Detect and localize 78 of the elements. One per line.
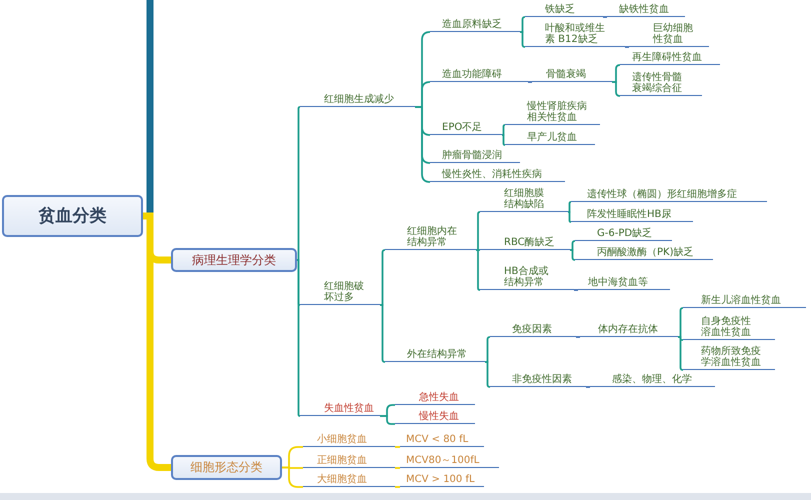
connector-line xyxy=(395,446,400,448)
connector-line xyxy=(476,249,481,291)
connector-line xyxy=(586,386,590,388)
branch-topic: 造血原料缺乏 xyxy=(430,17,520,32)
connector-line xyxy=(282,466,303,488)
topic-box: 细胞形态分类 xyxy=(171,455,282,480)
branch-topic: MCV > 100 fL xyxy=(400,472,484,487)
branch-topic: 叶酸和或维生素 B12缺乏 xyxy=(525,21,625,47)
topic-box: 贫血分类 xyxy=(2,195,143,237)
connector-line xyxy=(612,64,621,83)
connector-line xyxy=(528,81,532,83)
connector-line xyxy=(570,240,576,251)
connector-line xyxy=(678,307,684,338)
branch-topic: 自身免疫性溶血性贫血 xyxy=(683,314,775,340)
branch-topic: 正细胞贫血 xyxy=(303,453,395,468)
connector-line xyxy=(380,304,386,363)
branch-topic: 失血性贫血 xyxy=(300,401,380,416)
connector-line xyxy=(568,211,572,223)
branch-topic: EPO不足 xyxy=(430,120,502,135)
connector-line xyxy=(603,16,607,18)
connector-line xyxy=(380,415,395,425)
branch-topic: 药物所致免疫学溶血性贫血 xyxy=(683,344,775,370)
branch-topic: 红细胞破坏过多 xyxy=(300,279,380,305)
branch-topic: 地中海贫血等 xyxy=(578,275,670,290)
branch-topic: 丙酮酸激酶（PK)缺乏 xyxy=(575,245,713,260)
connector-line xyxy=(568,201,572,213)
connector-line xyxy=(520,16,526,33)
branch-topic: 遗传性球（椭圆）形红细胞增多症 xyxy=(571,187,767,202)
branch-topic: RBC酶缺乏 xyxy=(480,235,570,250)
branch-topic: 感染、物理、化学 xyxy=(590,372,715,387)
branch-topic: MCV < 80 fL xyxy=(400,432,484,447)
branch-topic: 再生障碍性贫血 xyxy=(620,50,720,65)
connector-line xyxy=(380,249,386,306)
branch-topic: 新生儿溶血性贫血 xyxy=(683,293,806,308)
branch-topic: 骨髓衰竭 xyxy=(532,67,612,82)
connector-line xyxy=(576,336,580,338)
branch-topic: 缺铁性贫血 xyxy=(607,2,685,17)
connector-line xyxy=(612,81,621,97)
branch-topic: 红细胞内在结构异常 xyxy=(385,224,476,250)
connector-line xyxy=(574,289,578,291)
connector-line xyxy=(502,124,506,136)
branch-topic: 肿瘤骨髓浸润 xyxy=(430,148,520,163)
connector-line xyxy=(476,211,481,251)
connector-line xyxy=(502,134,506,146)
branch-topic: 慢性炎性、消耗性疾病 xyxy=(430,167,565,182)
connector-line xyxy=(415,106,431,183)
branch-topic: 小细胞贫血 xyxy=(303,432,395,447)
connector-line xyxy=(485,336,491,363)
connector-line xyxy=(476,249,480,251)
branch-topic: 急性失血 xyxy=(395,390,475,405)
connector-line xyxy=(296,106,301,261)
connector-line xyxy=(395,467,400,469)
connector-line xyxy=(520,31,526,48)
topic-box: 病理生理学分类 xyxy=(171,248,297,272)
branch-topic: 阵发性睡眠性HB尿 xyxy=(571,207,693,222)
connector-line xyxy=(296,259,301,417)
connector-line xyxy=(395,486,400,488)
branch-topic: HB合成或结构异常 xyxy=(480,264,574,290)
branch-topic: 铁缺乏 xyxy=(525,2,603,17)
connector-line xyxy=(485,361,491,388)
branch-topic: 慢性肾脏疾病相关性贫血 xyxy=(505,99,600,125)
branch-topic: 红细胞膜结构缺陷 xyxy=(480,186,568,212)
branch-topic: 体内存在抗体 xyxy=(580,322,678,337)
branch-topic: 遗传性骨髓衰竭综合征 xyxy=(620,70,702,96)
branch-topic: 造血功能障碍 xyxy=(430,67,528,82)
connector-line xyxy=(570,249,576,261)
branch-topic: 非免疫性因素 xyxy=(490,372,586,387)
branch-topic: MCV80～100fL xyxy=(400,453,499,468)
connector-line xyxy=(625,46,629,48)
branch-topic: G-6-PD缺乏 xyxy=(575,226,672,241)
branch-topic: 免疫因素 xyxy=(490,322,576,337)
branch-topic: 早产儿贫血 xyxy=(505,130,595,145)
connector-line xyxy=(678,336,684,371)
branch-topic: 大细胞贫血 xyxy=(303,472,395,487)
branch-topic: 慢性失血 xyxy=(395,409,475,424)
branch-topic: 红细胞生成减少 xyxy=(300,92,415,107)
branch-topic: 巨幼细胞性贫血 xyxy=(629,21,709,47)
branch-topic: 外在结构异常 xyxy=(385,347,485,362)
